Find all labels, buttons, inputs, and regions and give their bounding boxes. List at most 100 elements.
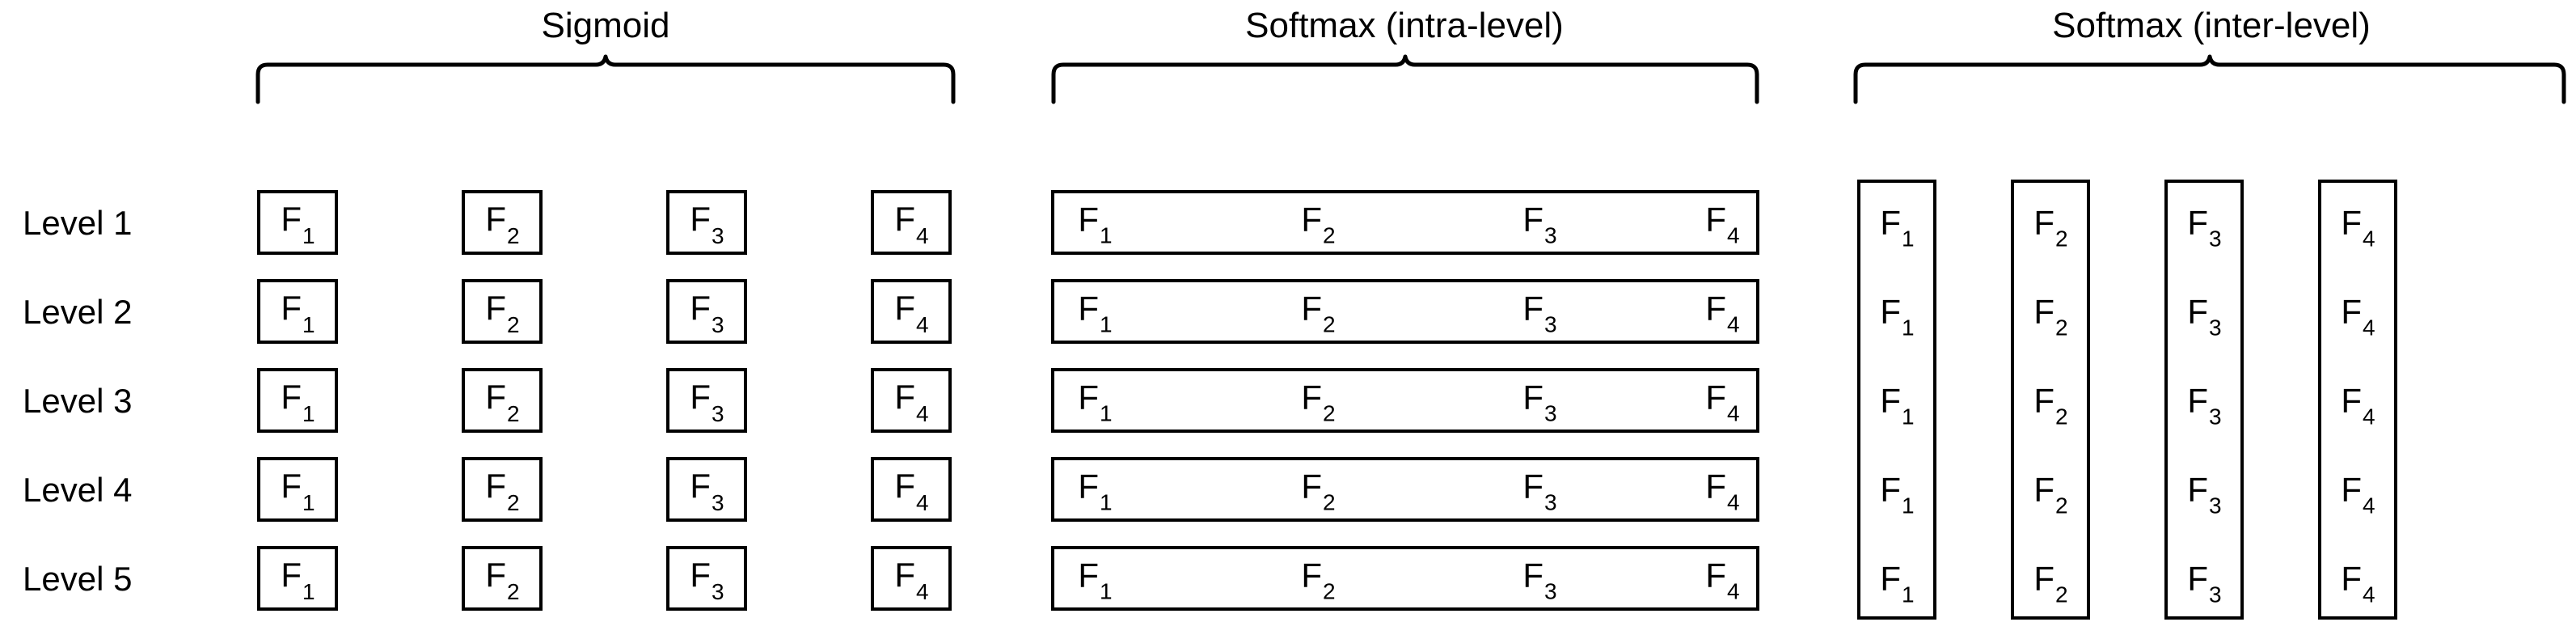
feature-token: F2 xyxy=(1301,467,1336,515)
sigmoid-cell-l4-f4: F4 xyxy=(871,457,952,522)
feature-token: F4 xyxy=(2341,559,2375,607)
feature-token: F1 xyxy=(1078,467,1113,515)
softmax-inter-cell-f4-l2: F4 xyxy=(2341,294,2375,339)
level-label-4: Level 4 xyxy=(23,471,133,509)
feature-token: F2 xyxy=(485,556,520,604)
softmax-inter-cell-f3-l3: F3 xyxy=(2187,383,2221,428)
softmax-intra-row-l4: F1 F2 F3 F4 xyxy=(1051,457,1759,522)
feature-token: F3 xyxy=(690,467,724,515)
feature-token: F4 xyxy=(894,200,929,248)
sigmoid-cell-l3-f2: F2 xyxy=(462,368,543,433)
softmax-inter-cell-f2-l2: F2 xyxy=(2033,292,2068,341)
softmax-intra-cell-l4-f2: F2 xyxy=(1301,467,1336,515)
feature-token: F1 xyxy=(1880,470,1915,518)
softmax-inter-cell-f1-l1: F1 xyxy=(1880,203,1915,252)
feature-token: F2 xyxy=(485,289,520,337)
sigmoid-cell-l1-f1: F1 xyxy=(257,190,338,255)
feature-token: F4 xyxy=(1705,467,1740,515)
softmax-intra-row-l3: F1 F2 F3 F4 xyxy=(1051,368,1759,433)
softmax-intra-row-l2: F1 F2 F3 F4 xyxy=(1051,279,1759,344)
feature-token: F2 xyxy=(1301,556,1336,604)
feature-token: F2 xyxy=(1301,378,1336,426)
softmax-intra-cell-l1-f3: F3 xyxy=(1522,200,1557,248)
feature-token: F1 xyxy=(1880,381,1915,430)
level-label-1: Level 1 xyxy=(23,204,133,242)
softmax-intra-cell-l1-f1: F1 xyxy=(1078,200,1113,248)
softmax-intra-brace xyxy=(1051,53,1759,104)
level-label-2: Level 2 xyxy=(23,293,133,331)
sigmoid-cell-l5-f1: F1 xyxy=(257,546,338,611)
softmax-intra-cell-l3-f3: F3 xyxy=(1522,380,1556,425)
sigmoid-cell-l3-f4: F4 xyxy=(871,368,952,433)
feature-token: F4 xyxy=(894,378,929,426)
feature-token: F2 xyxy=(1301,200,1336,248)
feature-token: F1 xyxy=(1880,292,1915,341)
softmax-inter-brace xyxy=(1853,53,2566,104)
feature-token: F1 xyxy=(1078,556,1113,604)
sigmoid-cell-l1-f2: F2 xyxy=(462,190,543,255)
feature-token: F3 xyxy=(690,200,724,248)
sigmoid-cell-l4-f2: F2 xyxy=(462,457,543,522)
softmax-inter-cell-f1-l3: F1 xyxy=(1880,381,1915,430)
feature-token: F3 xyxy=(1522,467,1557,515)
softmax-intra-row-l5: F1 F2 F3 F4 xyxy=(1051,546,1759,611)
softmax-intra-cell-l5-f3: F3 xyxy=(1522,558,1556,603)
softmax-inter-cell-f4-l5: F4 xyxy=(2341,559,2375,607)
sigmoid-cell-l2-f3: F3 xyxy=(666,279,747,344)
section-title-softmax-inter: Softmax (inter-level) xyxy=(2052,6,2371,45)
feature-token: F4 xyxy=(1705,200,1740,248)
feature-token: F1 xyxy=(1880,203,1915,252)
sigmoid-cell-l2-f1: F1 xyxy=(257,279,338,344)
softmax-intra-cell-l2-f3: F3 xyxy=(1522,289,1557,337)
sigmoid-cell-l5-f2: F2 xyxy=(462,546,543,611)
section-title-sigmoid: Sigmoid xyxy=(541,6,670,45)
feature-token: F4 xyxy=(894,467,929,515)
softmax-intra-cell-l3-f1: F1 xyxy=(1078,380,1112,425)
sigmoid-cell-l3-f3: F3 xyxy=(666,368,747,433)
feature-token: F3 xyxy=(2187,203,2222,252)
feature-token: F4 xyxy=(1705,289,1740,337)
softmax-inter-cell-f3-l2: F3 xyxy=(2187,294,2221,339)
feature-token: F4 xyxy=(894,289,929,337)
softmax-inter-cell-f1-l4: F1 xyxy=(1880,470,1915,518)
softmax-inter-cell-f2-l4: F2 xyxy=(2033,470,2068,518)
softmax-intra-cell-l3-f2: F2 xyxy=(1301,378,1336,426)
feature-token: F1 xyxy=(1880,559,1915,607)
feature-token: F3 xyxy=(2187,559,2222,607)
feature-token: F2 xyxy=(1301,289,1336,337)
feature-token: F2 xyxy=(485,200,520,248)
softmax-intra-cell-l2-f1: F1 xyxy=(1078,289,1113,337)
feature-token: F1 xyxy=(281,200,315,248)
softmax-inter-cell-f3-l1: F3 xyxy=(2187,203,2222,252)
softmax-intra-cell-l4-f4: F4 xyxy=(1705,467,1740,515)
section-title-softmax-intra: Softmax (intra-level) xyxy=(1245,6,1564,45)
softmax-intra-cell-l3-f4: F4 xyxy=(1705,378,1740,426)
feature-token: F2 xyxy=(2033,470,2068,518)
feature-token: F1 xyxy=(281,556,315,604)
feature-token: F2 xyxy=(2033,381,2068,430)
sigmoid-cell-l5-f4: F4 xyxy=(871,546,952,611)
feature-token: F1 xyxy=(281,467,315,515)
feature-token: F1 xyxy=(1078,200,1113,248)
softmax-intra-cell-l1-f2: F2 xyxy=(1301,200,1336,248)
sigmoid-cell-l2-f2: F2 xyxy=(462,279,543,344)
feature-token: F3 xyxy=(1522,200,1557,248)
sigmoid-brace xyxy=(255,53,956,104)
softmax-inter-cell-f4-l4: F4 xyxy=(2341,472,2375,517)
feature-token: F4 xyxy=(1705,378,1740,426)
softmax-intra-cell-l5-f2: F2 xyxy=(1301,556,1336,604)
feature-token: F1 xyxy=(281,289,315,337)
feature-token: F1 xyxy=(1078,289,1113,337)
feature-token: F4 xyxy=(894,556,929,604)
softmax-intra-cell-l5-f4: F4 xyxy=(1705,558,1739,603)
feature-token: F2 xyxy=(2033,559,2068,607)
softmax-intra-cell-l2-f2: F2 xyxy=(1301,289,1336,337)
softmax-inter-cell-f1-l5: F1 xyxy=(1880,559,1915,607)
feature-token: F2 xyxy=(485,378,520,426)
feature-token: F2 xyxy=(2033,292,2068,341)
feature-token: F4 xyxy=(2341,203,2375,252)
feature-token: F3 xyxy=(1522,289,1557,337)
